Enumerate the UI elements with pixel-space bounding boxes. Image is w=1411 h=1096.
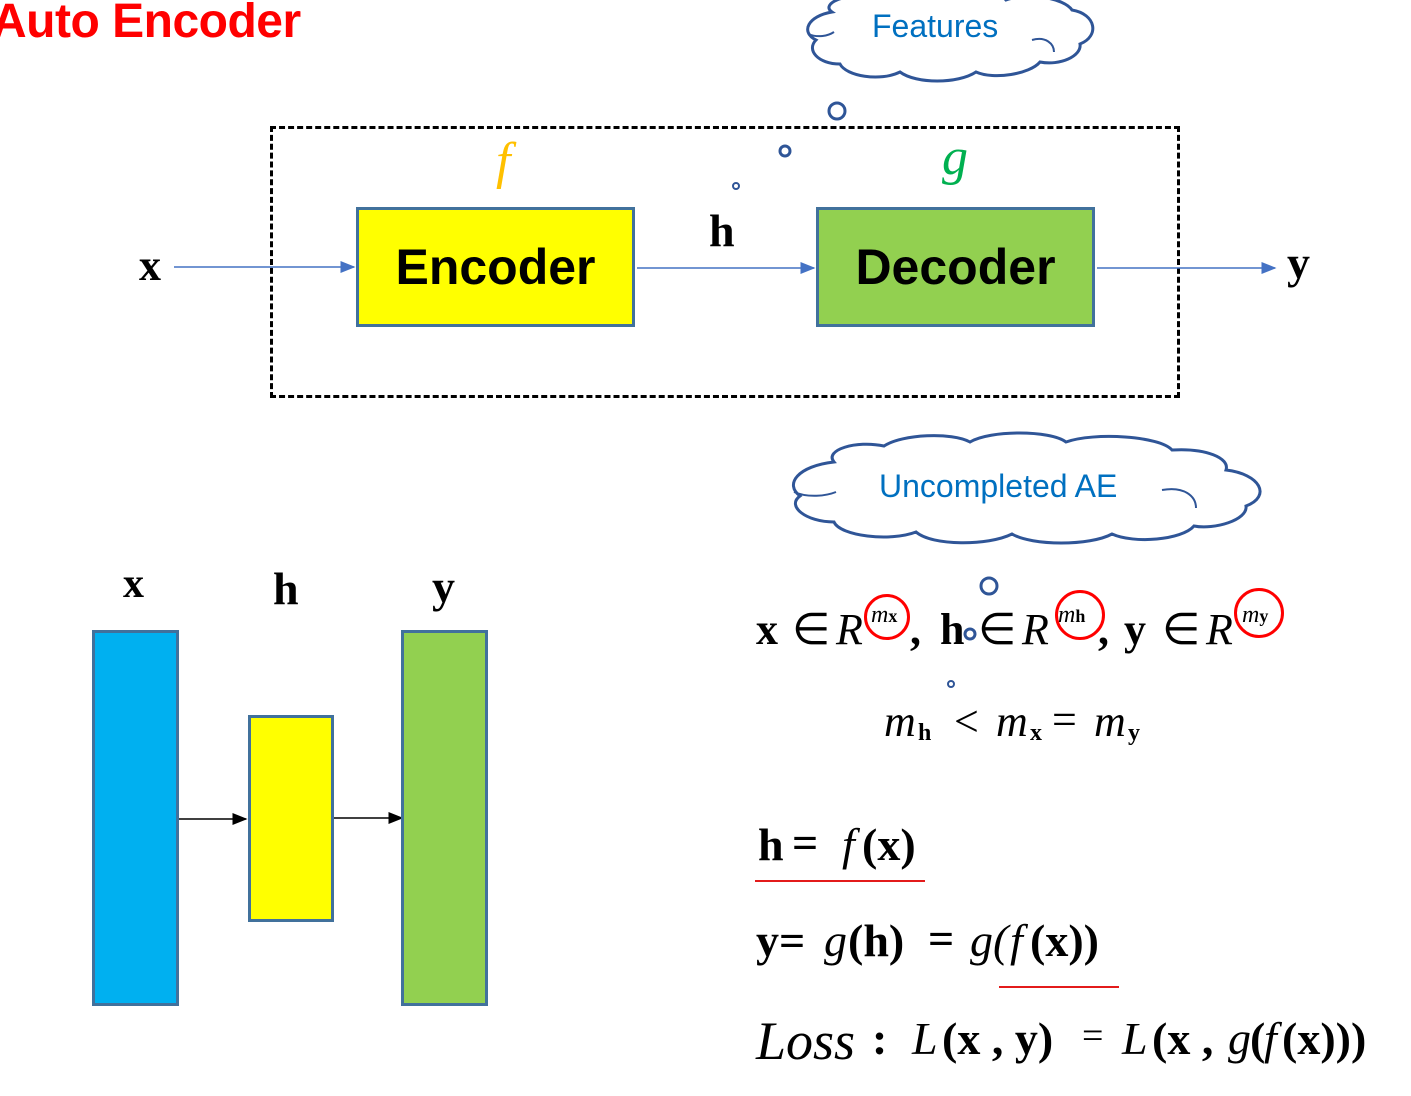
eq-in-2: ∈ [978,605,1017,654]
dimension-inequality: m h < m x = m y [884,695,1140,746]
uncompleted-cloud [792,431,1262,545]
h-bar [248,715,334,922]
y-equation-underline [999,986,1119,988]
h-equation: h = f (x) [758,817,916,870]
thought-bubble-small [732,182,740,190]
thought-bubble-medium-2 [963,627,977,641]
hidden-h-label: h [709,205,735,256]
eq-in-3: ∈ [1162,605,1201,654]
x-bar [92,630,179,1006]
decoder-box: Decoder [816,207,1095,327]
bar-h-label: h [273,563,299,614]
y-bar [401,630,488,1006]
eq-in-1: ∈ [792,605,831,654]
input-x-label: x [139,241,161,290]
bar-x-label: x [123,561,144,607]
encoder-func-f: f [496,133,511,190]
uncompleted-callout-text: Uncompleted AE [879,468,1118,504]
decoder-func-g: g [942,129,968,186]
eq-R-3: R [1206,605,1233,654]
features-cloud [806,0,1095,83]
eq-R-1: R [836,605,863,654]
bar-y-label: y [432,561,455,612]
h-equation-underline [755,880,925,882]
thought-bubble-large-2 [979,576,999,596]
thought-bubble-medium [778,144,792,158]
highlight-circle-mh [1055,590,1105,640]
highlight-circle-mx [864,594,910,640]
page-title: Auto Encoder [0,0,301,48]
loss-equation: Loss : L (x , y) = L (x , g ( f (x))) [756,1011,1367,1071]
membership-equation: x ∈ R mx , h ∈ R mh , y ∈ R my [756,602,1269,654]
highlight-circle-my [1234,588,1284,638]
thought-bubble-large [827,101,847,121]
eq-R-2: R [1022,605,1049,654]
decoder-label: Decoder [855,239,1056,295]
y-equation: y= g (h) = g( f (x)) [756,913,1099,966]
thought-bubble-small-2 [947,680,955,688]
encoder-label: Encoder [395,239,596,295]
autoencoder-frame [270,126,1180,398]
features-callout-text: Features [872,8,999,44]
eq-x: x [756,605,778,654]
eq-h: h [940,605,965,654]
output-y-label: y [1287,237,1310,288]
eq-y: y [1124,605,1146,654]
encoder-box: Encoder [356,207,635,327]
